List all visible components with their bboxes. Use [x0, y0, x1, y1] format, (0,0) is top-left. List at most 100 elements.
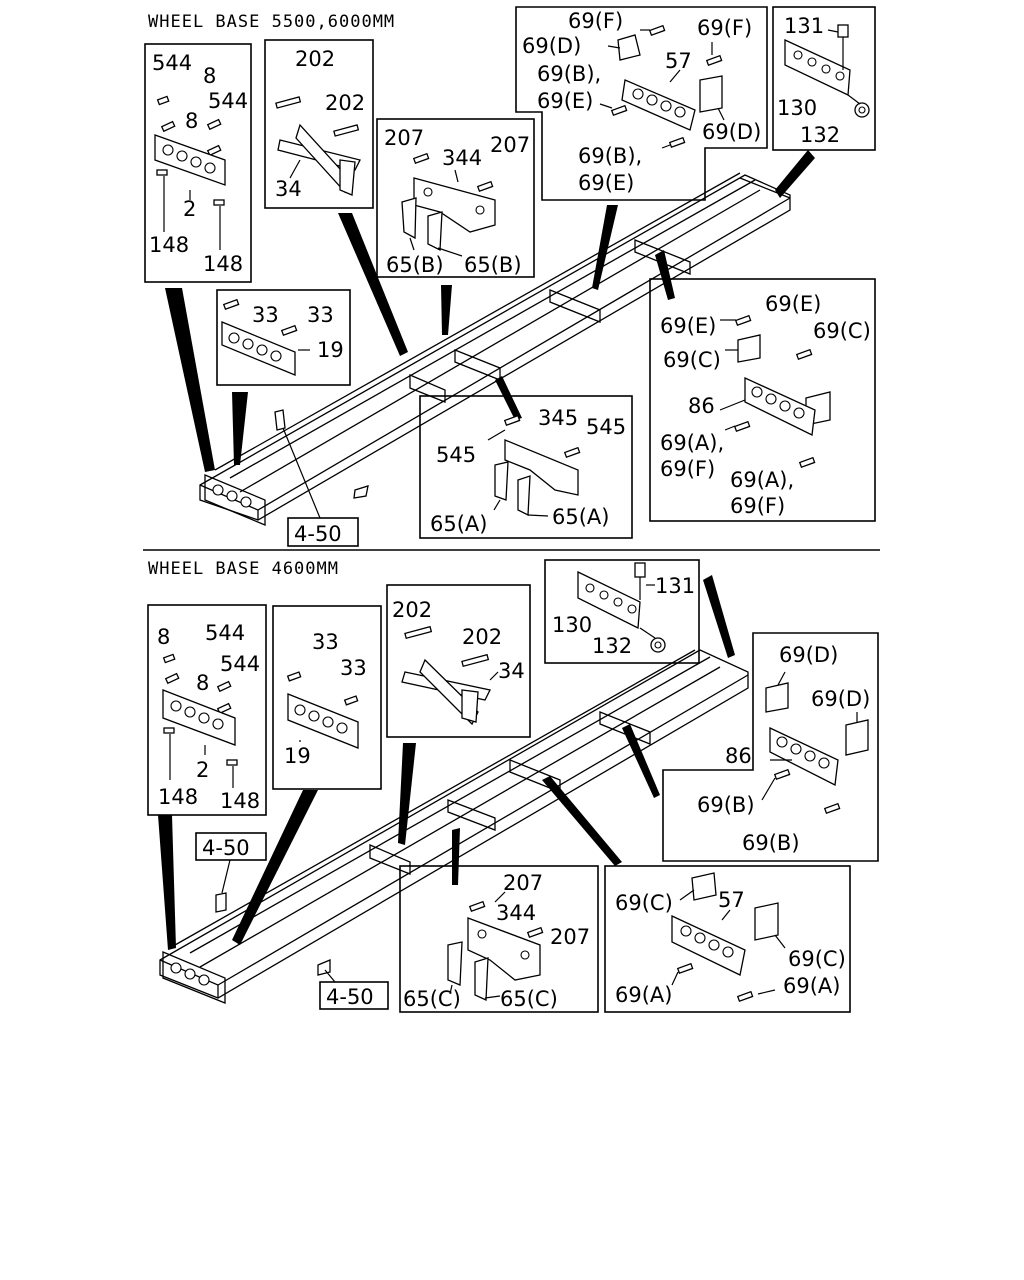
callout-label: 69(A),: [730, 468, 794, 492]
detail-box-bracket-130: 131 130 132: [772, 6, 876, 151]
pointer-wedge: [622, 724, 660, 798]
callout-label: 69(E): [660, 314, 716, 338]
pointer-wedge: [495, 376, 522, 420]
callout-label: 148: [203, 252, 243, 276]
callout-label: 86: [688, 394, 715, 418]
callout-label: 69(F): [660, 457, 715, 481]
ref-label: 4-50: [202, 836, 250, 860]
callout-label: 545: [586, 415, 626, 439]
pointer-wedge: [158, 815, 176, 950]
callout-label: 202: [295, 47, 335, 71]
detail-box-crossmember-57: 69(C) 57 69(C) 69(A) 69(A): [604, 865, 851, 1013]
callout-label: 65(A): [430, 512, 487, 536]
callout-label: 207: [384, 126, 424, 150]
callout-label: 544: [220, 652, 260, 676]
callout-label: 33: [312, 630, 339, 654]
callout-label: 69(A): [615, 983, 672, 1007]
callout-label: 19: [317, 338, 344, 362]
pointer-wedge: [165, 288, 215, 472]
detail-box-crossmember-344: 207 344 207 65(C) 65(C): [399, 865, 599, 1013]
ref-box-4-50[interactable]: 4-50: [195, 832, 267, 894]
pointer-wedge: [338, 213, 408, 356]
callout-label: 65(C): [500, 987, 558, 1011]
callout-label: 544: [208, 89, 248, 113]
detail-box-crossmember-2: 8 544 544 8 2 148 148: [147, 604, 267, 816]
callout-label: 34: [498, 659, 525, 683]
callout-label: 65(A): [552, 505, 609, 529]
callout-label: 132: [800, 123, 840, 147]
pointer-wedge: [398, 743, 416, 845]
pointer-wedge: [592, 205, 618, 290]
callout-label: 8: [203, 64, 216, 88]
callout-label: 345: [538, 406, 578, 430]
ref-box-4-50[interactable]: 4-50: [282, 427, 359, 547]
callout-label: 69(C): [813, 319, 871, 343]
callout-label: 8: [196, 671, 209, 695]
detail-box-crossmember-19: 33 33 19: [216, 289, 351, 386]
callout-label: 69(F): [568, 9, 623, 33]
detail-box-crossmember-19: 33 33 19: [272, 605, 382, 790]
detail-box-crossmember-2: 544 8 544 8 2 148 148: [144, 43, 252, 283]
pointer-wedge: [232, 392, 248, 465]
detail-box-crossmember-86: 69(E) 69(E) 69(C) 69(C) 86 69(A), 69(F) …: [649, 278, 876, 522]
ref-label: 4-50: [294, 522, 342, 546]
callout-label: 545: [436, 443, 476, 467]
callout-label: 65(C): [403, 987, 461, 1011]
callout-label: 69(F): [697, 16, 752, 40]
callout-label: 344: [442, 146, 482, 170]
detail-box-crossmember-57: 69(F) 69(F) 69(D) 69(B), 57 69(E) 69(D) …: [515, 6, 768, 201]
callout-label: 2: [183, 197, 196, 221]
callout-label: 69(D): [522, 34, 581, 58]
callout-label: 69(B),: [537, 62, 601, 86]
detail-box-crossmember-345: 545 345 545 65(A) 65(A): [419, 395, 633, 539]
detail-box-crossmember-34: 202 202 34: [386, 584, 531, 738]
callout-label: 148: [158, 785, 198, 809]
pointer-wedge: [655, 250, 675, 300]
callout-label: 130: [777, 96, 817, 120]
chassis-frame: [199, 172, 791, 526]
callout-label: 65(B): [386, 253, 444, 277]
callout-label: 69(C): [615, 891, 673, 915]
callout-label: 69(A): [783, 974, 840, 998]
callout-label: 207: [503, 871, 543, 895]
callout-label: 207: [490, 133, 530, 157]
pointer-wedge: [703, 575, 735, 658]
ref-label: 4-50: [326, 985, 374, 1009]
callout-label: 69(C): [663, 348, 721, 372]
callout-label: 69(A),: [660, 431, 724, 455]
callout-label: 202: [392, 598, 432, 622]
section-wheel-base-4600: WHEEL BASE 4600MM: [147, 559, 879, 1013]
callout-label: 202: [462, 625, 502, 649]
callout-label: 69(E): [537, 89, 593, 113]
section-wheel-base-5500-6000: WHEEL BASE 5500,6000MM: [144, 6, 876, 547]
callout-label: 207: [550, 925, 590, 949]
callout-label: 344: [496, 901, 536, 925]
callout-label: 2: [196, 758, 209, 782]
callout-label: 69(D): [779, 643, 838, 667]
detail-box-crossmember-34: 202 202 34: [264, 39, 374, 209]
callout-label: 148: [149, 233, 189, 257]
detail-box-crossmember-344: 207 344 207 65(B) 65(B): [376, 118, 535, 278]
callout-label: 132: [592, 634, 632, 658]
callout-label: 19: [284, 744, 311, 768]
callout-label: 86: [725, 744, 752, 768]
callout-label: 69(B),: [578, 144, 642, 168]
callout-label: 69(B): [742, 831, 800, 855]
callout-label: 544: [205, 621, 245, 645]
callout-label: 57: [665, 49, 692, 73]
callout-label: 131: [784, 14, 824, 38]
callout-label: 148: [220, 789, 260, 813]
callout-label: 65(B): [464, 253, 522, 277]
callout-label: 8: [157, 625, 170, 649]
callout-label: 33: [252, 303, 279, 327]
pointer-wedge: [542, 776, 622, 866]
pointer-wedge: [232, 790, 318, 945]
callout-label: 131: [655, 574, 695, 598]
callout-label: 69(F): [730, 494, 785, 518]
callout-label: 34: [275, 177, 302, 201]
callout-label: 33: [307, 303, 334, 327]
ref-box-4-50[interactable]: 4-50: [319, 969, 389, 1010]
callout-label: 202: [325, 91, 365, 115]
callout-label: 8: [185, 109, 198, 133]
callout-label: 69(D): [702, 120, 761, 144]
